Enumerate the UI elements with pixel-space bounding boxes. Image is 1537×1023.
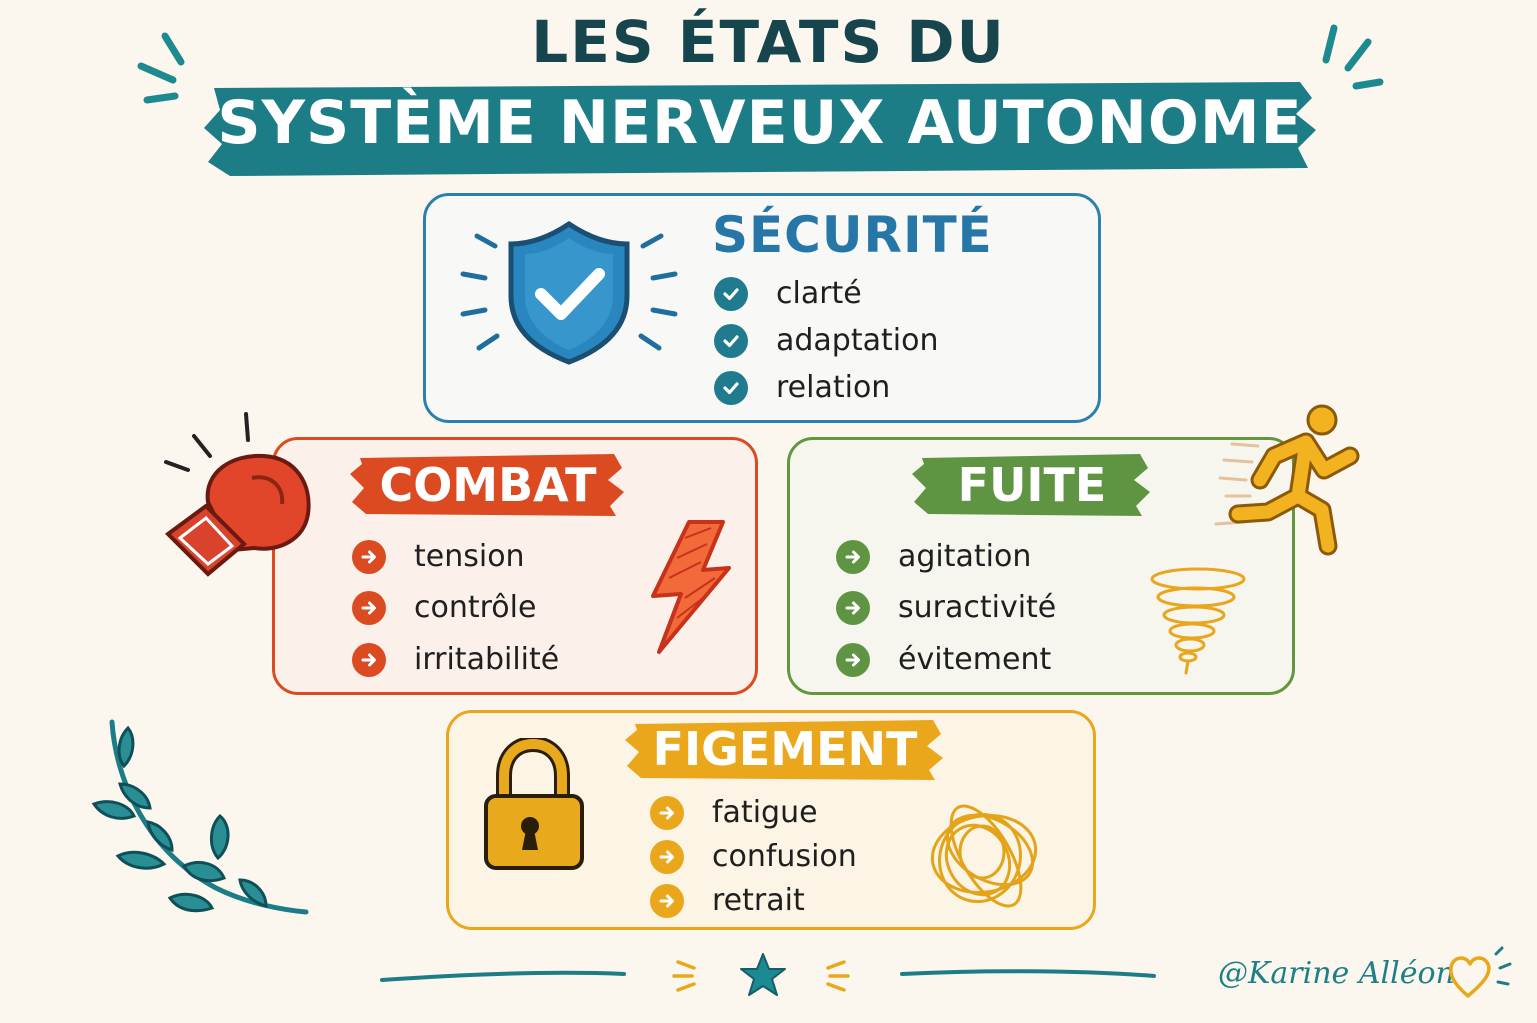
fuite-title: FUITE [957,458,1107,512]
list-item-figement-3: retrait [650,883,805,918]
arrow-right-icon [836,590,870,625]
shield-check-icon [460,220,678,365]
list-item-securite-1: clarté [714,276,862,311]
sparkle-left-icon [137,32,185,104]
securite-title: SÉCURITÉ [712,206,993,264]
check-icon [714,323,748,358]
scribble-icon [930,804,1038,908]
arrow-right-icon [650,839,684,874]
list-item-fuite-2: suractivité [836,590,1056,625]
list-item-fuite-1: agitation [836,539,1031,574]
author-signature: @Karine Alléon [1218,956,1455,991]
tornado-icon [1150,567,1246,675]
sparkle-right-icon [1322,24,1384,90]
list-item-combat-3: irritabilité [352,642,559,677]
combat-title-banner [350,454,624,516]
arrow-right-icon [836,539,870,574]
list-item-securite-2: adaptation [714,323,938,358]
title-banner [204,82,1316,176]
lightning-icon [651,520,731,654]
check-icon [714,370,748,405]
card-securite [423,193,1101,423]
combat-title: COMBAT [379,458,597,512]
arrow-right-icon [836,642,870,677]
leaf-branch-icon [91,719,309,915]
arrow-right-icon [650,795,684,830]
figement-title-banner [625,720,943,780]
padlock-icon [484,738,584,870]
list-item-securite-3: relation [714,370,890,405]
fuite-title-banner [912,454,1150,516]
arrow-right-icon [352,539,386,574]
list-item-figement-2: confusion [650,839,857,874]
list-item-figement-1: fatigue [650,795,818,830]
figement-title: FIGEMENT [652,722,918,776]
list-item-combat-1: tension [352,539,525,574]
running-person-icon [1214,404,1360,556]
list-item-combat-2: contrôle [352,590,536,625]
list-item-fuite-3: évitement [836,642,1051,677]
arrow-right-icon [352,642,386,677]
star-icon [740,953,786,996]
boxing-glove-icon [164,412,311,577]
check-icon [714,276,748,311]
heart-icon [1449,946,1512,998]
bottom-divider [380,960,1156,992]
arrow-right-icon [650,883,684,918]
arrow-right-icon [352,590,386,625]
page-title-line2: SYSTÈME NERVEUX AUTONOME [217,88,1303,158]
page-title-line1: LES ÉTATS DU [531,8,1006,76]
